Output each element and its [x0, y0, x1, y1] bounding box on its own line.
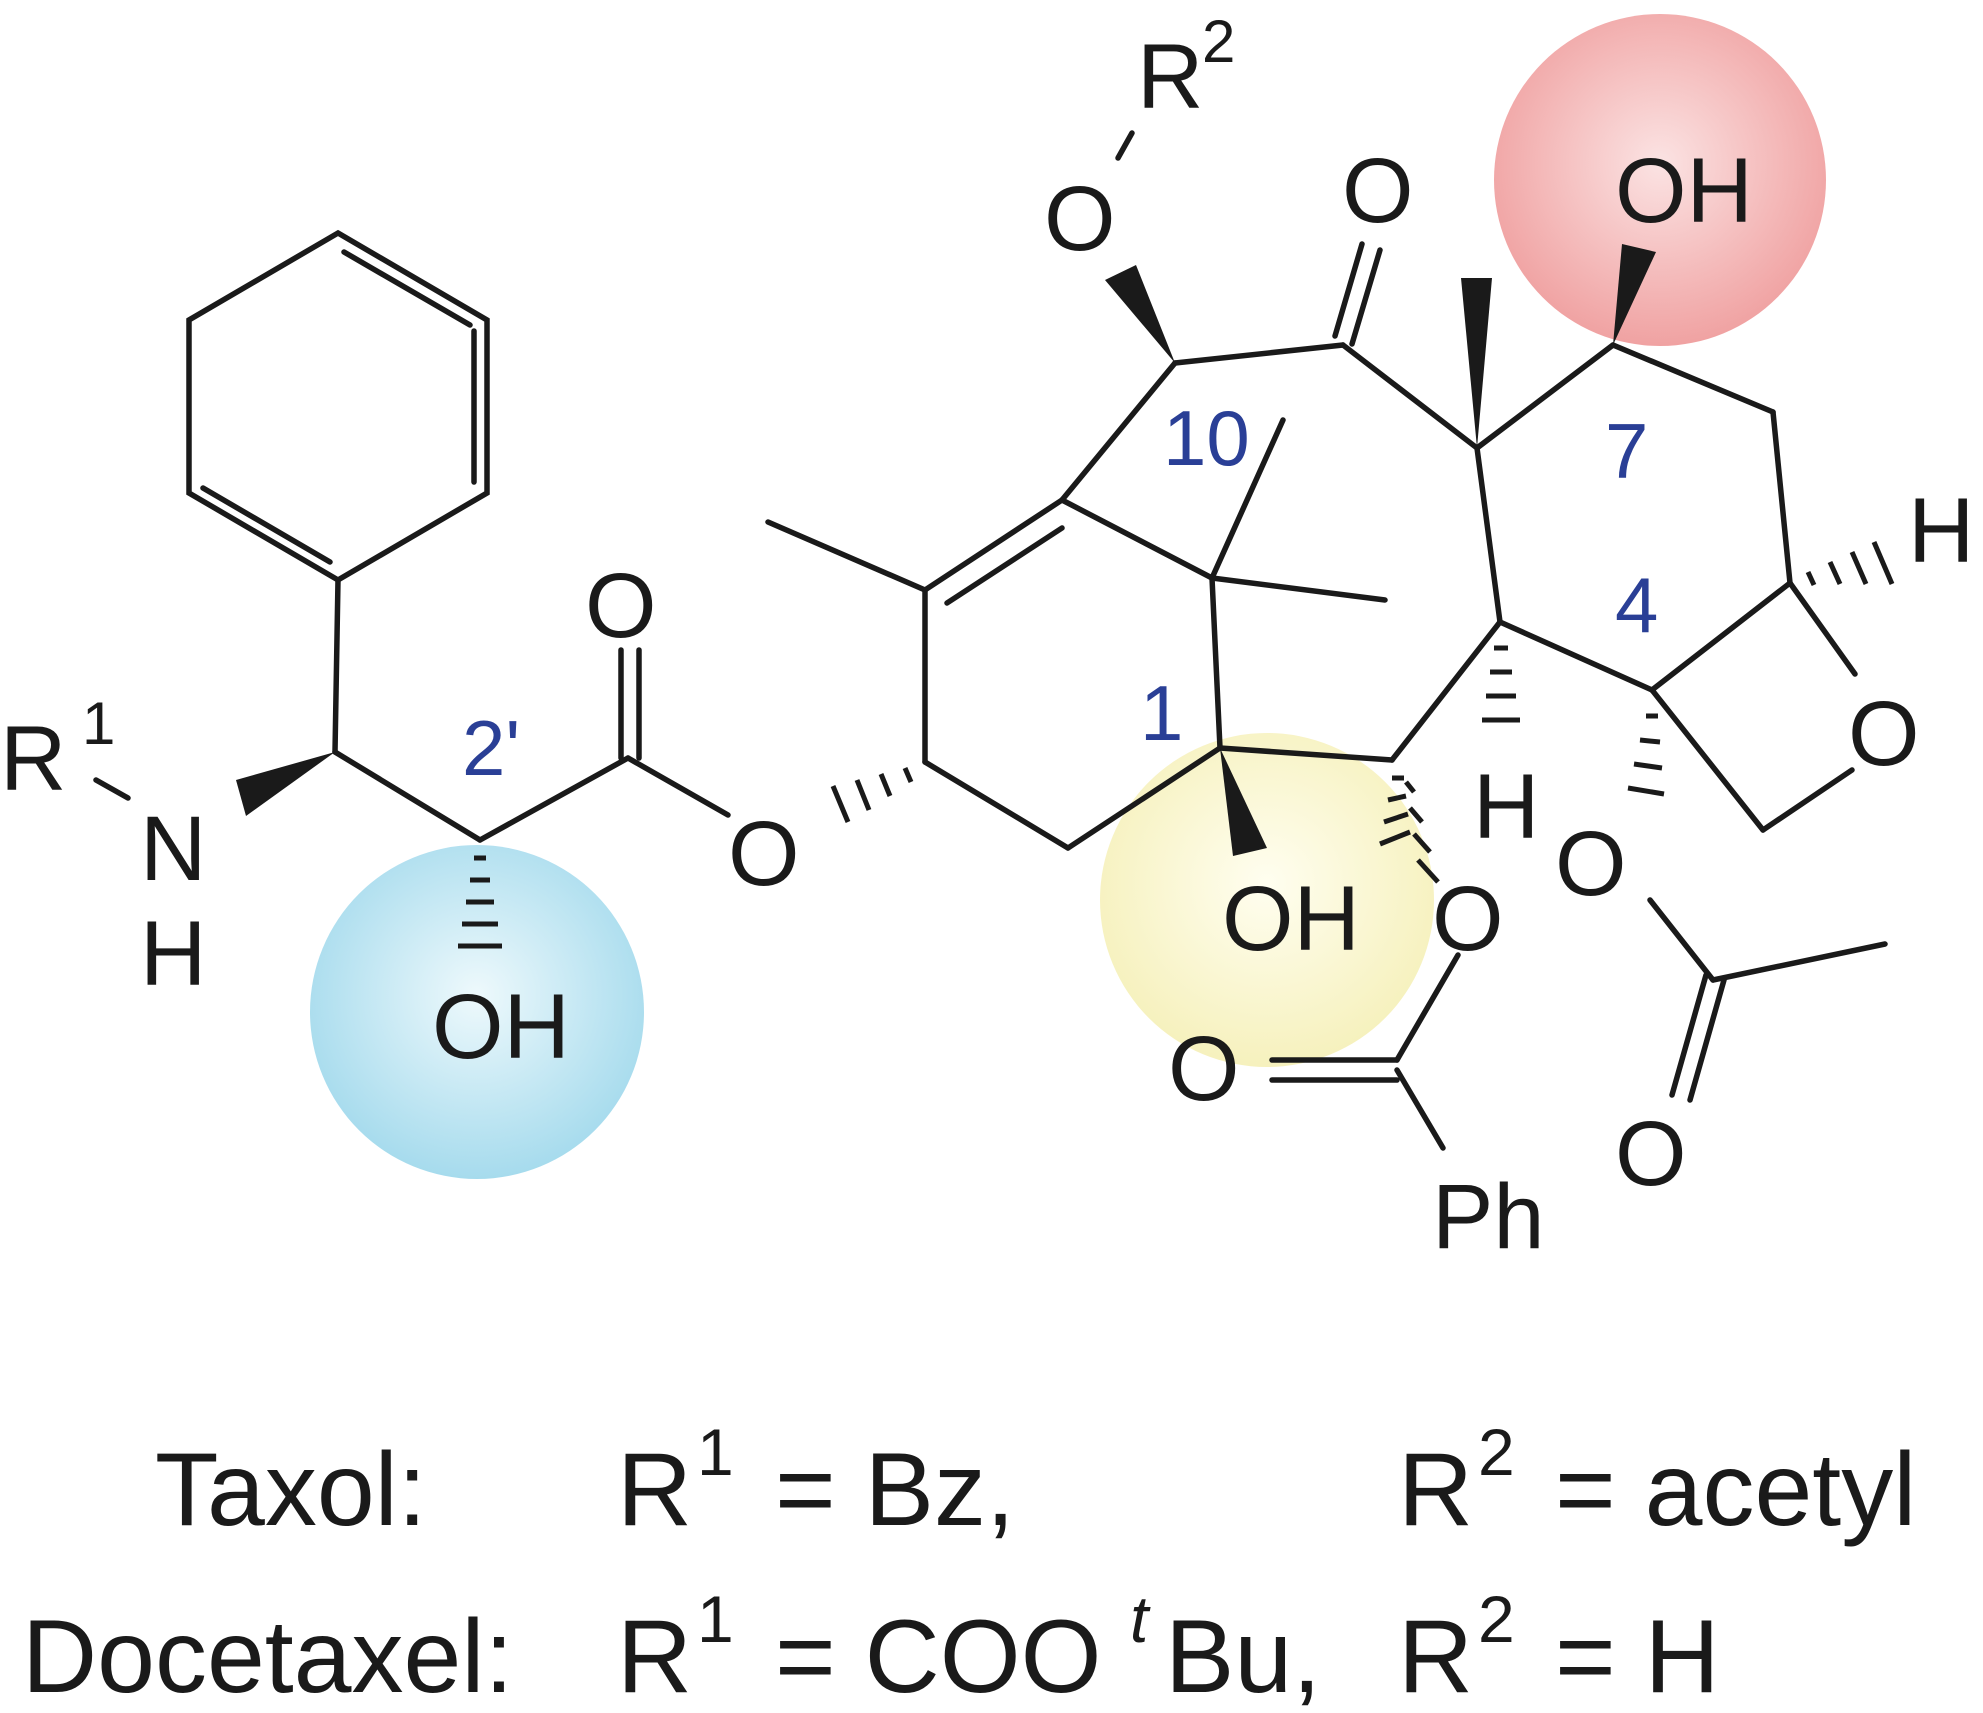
legend-taxol-r1: R [617, 1432, 692, 1548]
position-numbers: 10 7 4 1 2' [462, 394, 1658, 792]
bond-lines [93, 130, 1888, 1151]
c1-hydroxyl-highlight [1100, 733, 1434, 1067]
legend-doce-r2-sup: 2 [1478, 1582, 1515, 1656]
atom-ph: Ph [1432, 1166, 1545, 1268]
legend-doce-r1: R [617, 1599, 692, 1713]
position-c2prime: 2' [462, 704, 520, 792]
legend-taxol-r2-value: = acetyl [1555, 1432, 1916, 1548]
atom-oh-c1: OH [1222, 868, 1360, 970]
atom-o-benzoyl: O [1168, 1018, 1240, 1120]
atom-r2-top-sup: 2 [1202, 8, 1235, 75]
atom-o-c2: O [1432, 868, 1504, 970]
legend-taxol-r2-sup: 2 [1478, 1415, 1515, 1489]
atom-r2-top: R [1137, 26, 1203, 128]
atom-o-oxetane: O [1848, 683, 1920, 785]
stereo-wedges [236, 244, 1656, 856]
legend-taxol-name: Taxol: [155, 1432, 427, 1548]
legend-doce-t: t [1130, 1582, 1151, 1656]
atom-o-c4: O [1555, 813, 1627, 915]
legend-doce-name: Docetaxel: [22, 1599, 513, 1713]
atom-nh-h: H [140, 903, 206, 1005]
atom-oh-2prime: OH [432, 976, 570, 1078]
position-c7: 7 [1605, 407, 1648, 495]
atom-oh-c7: OH [1615, 140, 1753, 242]
stereo-hashes [458, 541, 1895, 949]
legend-taxol-r2: R [1398, 1432, 1473, 1548]
atom-h-c3: H [1473, 756, 1539, 858]
atom-o-side-ester: O [728, 803, 800, 905]
legend-doce-bu: Bu, [1165, 1599, 1321, 1713]
atom-n: N [140, 798, 206, 900]
atom-labels: R 2 O O OH H O O R 1 N H OH O H OH O O O… [0, 8, 1974, 1268]
legend-doce-r1-sup: 1 [697, 1582, 734, 1656]
position-c1: 1 [1140, 669, 1183, 757]
position-c4: 4 [1615, 561, 1658, 649]
atom-o-ketone: O [1342, 140, 1414, 242]
c7-hydroxyl-highlight [1494, 14, 1826, 346]
atom-o-acetyl: O [1615, 1103, 1687, 1205]
legend-doce-r1-value: = COO [775, 1599, 1102, 1713]
atom-h-c5: H [1908, 480, 1974, 582]
legend-doce-r2-value: = H [1555, 1599, 1720, 1713]
atom-o-carbonyl-side: O [585, 555, 657, 657]
legend-taxol-r1-value: = Bz, [775, 1432, 1015, 1548]
position-c10: 10 [1163, 394, 1250, 482]
legend: Taxol: R 1 = Bz, R 2 = acetyl Docetaxel:… [22, 1415, 1916, 1713]
atom-r1-sup: 1 [82, 690, 115, 757]
legend-taxol-r1-sup: 1 [697, 1415, 734, 1489]
atom-r1: R [0, 708, 66, 810]
c2prime-hydroxyl-highlight [310, 845, 644, 1179]
legend-doce-r2: R [1398, 1599, 1473, 1713]
atom-o10: O [1044, 168, 1116, 270]
